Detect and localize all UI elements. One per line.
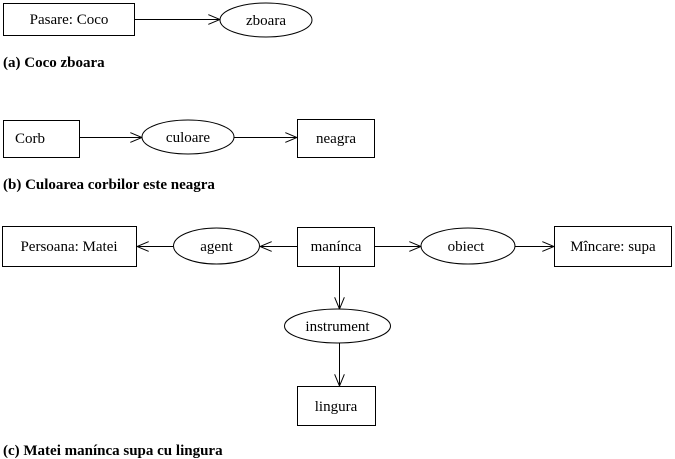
concept-neagra-label: neagra	[316, 131, 356, 147]
concept-pasare-coco-label: Pasare: Coco	[30, 12, 109, 28]
panel-c: Persoana: Matei agent manínca obiect Mîn…	[2, 226, 672, 459]
caption-b: (b) Culoarea corbilor este neagra	[3, 177, 215, 193]
concept-persoana-matei	[2, 226, 137, 267]
concept-lingura-label: lingura	[315, 399, 358, 415]
concept-corb	[3, 120, 80, 158]
relation-culoare	[141, 119, 235, 155]
concept-manninca	[297, 227, 375, 267]
relation-obiect	[420, 227, 516, 265]
relation-agent-label: agent	[200, 239, 233, 255]
caption-a: (a) Coco zboara	[3, 55, 105, 71]
relation-agent	[173, 227, 260, 265]
concept-pasare-coco	[3, 3, 135, 36]
relation-zboara	[219, 2, 313, 38]
relation-zboara-label: zboara	[246, 13, 286, 29]
panel-b: Corb culoare neagra (b) Culoarea corbilo…	[3, 119, 375, 193]
concept-lingura	[297, 386, 376, 426]
concept-persoana-matei-label: Persoana: Matei	[20, 239, 117, 255]
relation-instrument-label: instrument	[305, 319, 370, 335]
concept-mincare-supa-label: Mîncare: supa	[570, 239, 656, 255]
relation-obiect-label: obiect	[448, 239, 485, 255]
panel-a: Pasare: Coco zboara (a) Coco zboara	[3, 2, 313, 71]
relation-culoare-label: culoare	[166, 130, 210, 146]
concept-mincare-supa	[554, 226, 672, 267]
relation-instrument	[284, 308, 391, 344]
concept-neagra	[297, 119, 375, 158]
concept-corb-label: Corb	[15, 131, 45, 147]
concept-manninca-label: manínca	[311, 239, 362, 255]
caption-c: (c) Matei manínca supa cu lingura	[3, 443, 223, 459]
